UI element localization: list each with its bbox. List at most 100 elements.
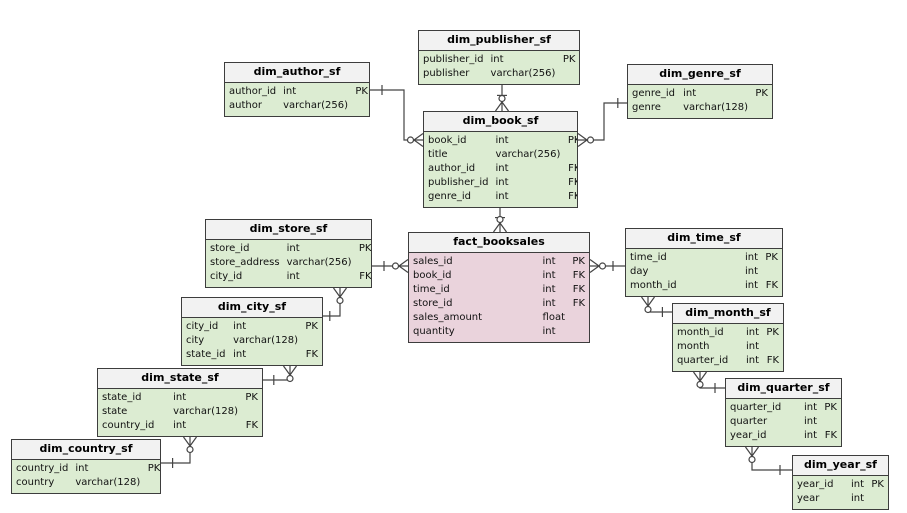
field-type: int xyxy=(283,86,297,97)
field-type: int xyxy=(542,298,556,309)
field-type: varchar(256) xyxy=(286,257,352,268)
field-key: PK xyxy=(824,402,837,413)
field-type: int xyxy=(233,321,247,332)
field-type: int xyxy=(173,392,187,403)
field-type: int xyxy=(286,243,300,254)
connector-year-quarter xyxy=(745,446,792,475)
field-name: state_id xyxy=(186,349,226,360)
field-key: PK xyxy=(305,321,318,332)
connector-genre-book xyxy=(577,98,627,147)
field-type: int xyxy=(233,349,247,360)
field-name: time_id xyxy=(413,284,450,295)
connector-store-fact xyxy=(372,259,409,273)
field-key: FK xyxy=(305,349,318,360)
field-type: int xyxy=(542,256,556,267)
field-type: int xyxy=(683,88,697,99)
field-key: PK xyxy=(755,88,768,99)
field-type: int xyxy=(542,326,556,337)
field-type: varchar(256) xyxy=(495,149,561,160)
field-type: int xyxy=(850,479,864,490)
table-title: dim_store_sf xyxy=(206,220,371,240)
field-type: int xyxy=(542,270,556,281)
field-key: FK xyxy=(766,355,779,366)
field-type: varchar(128) xyxy=(233,335,298,346)
field-name: city_id xyxy=(186,321,219,332)
field-key: PK xyxy=(245,392,258,403)
field-name: state_id xyxy=(102,392,142,403)
field-key xyxy=(766,340,779,354)
field-name: month xyxy=(677,341,710,352)
field-type: int xyxy=(542,284,556,295)
connector-quarter-month xyxy=(693,371,725,393)
field-key xyxy=(871,492,884,506)
field-type: varchar(128) xyxy=(75,477,141,488)
table-fields: book_idintPKtitlevarchar(256)author_idin… xyxy=(424,132,577,206)
field-key: FK xyxy=(568,163,577,174)
field-name: quantity xyxy=(413,326,455,337)
field-type: varchar(128) xyxy=(173,406,238,417)
field-type: int xyxy=(744,280,758,291)
connector-city-store xyxy=(323,287,347,321)
field-name: time_id xyxy=(630,252,667,263)
field-key: PK xyxy=(562,54,576,65)
connector-country-state xyxy=(161,436,197,468)
field-key: FK xyxy=(572,298,585,309)
field-name: quarter xyxy=(730,416,768,427)
field-name: country xyxy=(16,477,55,488)
field-name: country_id xyxy=(102,420,155,431)
connector-state-city xyxy=(263,365,297,385)
field-key xyxy=(567,148,577,162)
field-key: FK xyxy=(765,280,778,291)
field-name: author_id xyxy=(229,86,277,97)
field-name: store_id xyxy=(210,243,250,254)
field-name: month_id xyxy=(677,327,724,338)
table-title: dim_author_sf xyxy=(225,63,369,83)
field-key xyxy=(824,415,837,429)
field-name: city xyxy=(186,335,205,346)
field-type: int xyxy=(490,54,504,65)
field-name: genre_id xyxy=(428,191,472,202)
table-title: dim_month_sf xyxy=(673,304,783,324)
field-name: author xyxy=(229,100,262,111)
table-title: dim_publisher_sf xyxy=(419,31,579,51)
field-key: PK xyxy=(567,135,577,146)
field-type: int xyxy=(173,420,187,431)
field-type: int xyxy=(744,266,758,277)
field-type: int xyxy=(286,271,300,282)
field-name: genre_id xyxy=(632,88,676,99)
field-name: title xyxy=(428,149,448,160)
field-key: PK xyxy=(358,243,372,254)
field-type: int xyxy=(745,341,759,352)
field-key: FK xyxy=(572,284,585,295)
table-title: dim_quarter_sf xyxy=(726,379,841,399)
field-name: genre xyxy=(632,102,661,113)
connector-author-book xyxy=(370,85,424,147)
field-key xyxy=(305,334,318,348)
field-type: int xyxy=(803,416,817,427)
field-name: sales_id xyxy=(413,256,453,267)
field-type: int xyxy=(495,163,509,174)
field-type: int xyxy=(850,493,864,504)
connector-book-fact xyxy=(493,208,507,233)
field-name: country_id xyxy=(16,463,69,474)
table-dim_book_sf[interactable]: dim_book_sfbook_idintPKtitlevarchar(256)… xyxy=(423,111,578,208)
